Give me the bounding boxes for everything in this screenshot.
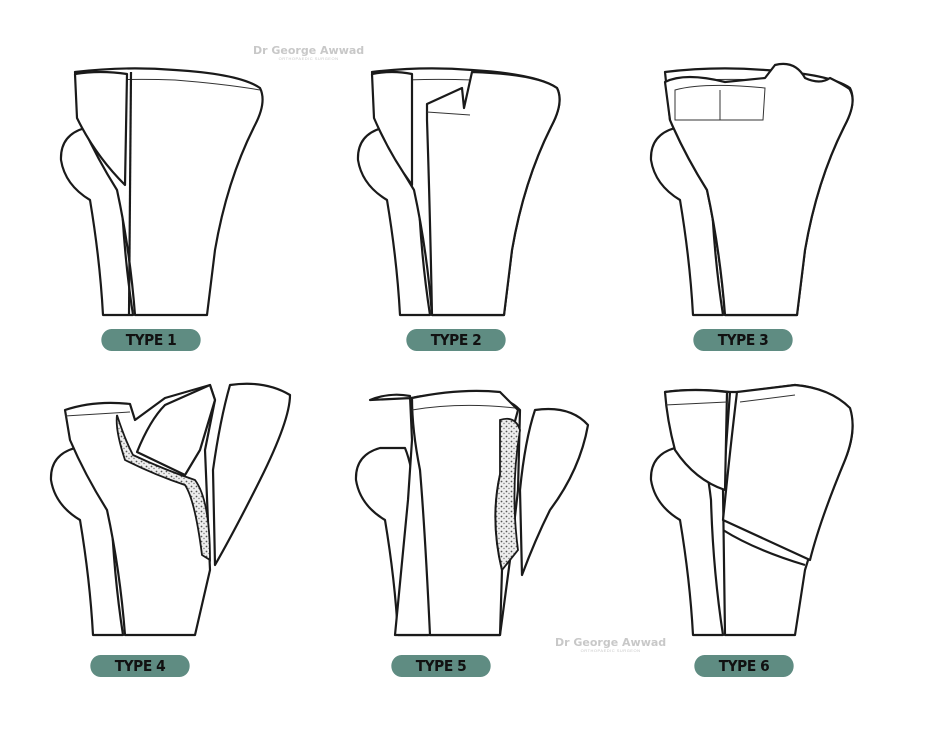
type-1-drawing xyxy=(59,67,264,317)
type-2-drawing xyxy=(356,67,561,317)
type-3-label: TYPE 3 xyxy=(693,329,793,351)
type-5-label: TYPE 5 xyxy=(391,655,491,677)
type-2-label: TYPE 2 xyxy=(406,329,506,351)
type-3-drawing xyxy=(649,62,854,317)
type-4-label: TYPE 4 xyxy=(90,655,190,677)
type-1-label: TYPE 1 xyxy=(101,329,201,351)
type-5-drawing xyxy=(354,389,590,637)
watermark-bottom: Dr George Awwad ORTHOPAEDIC SURGEON xyxy=(555,636,666,653)
type-6-drawing xyxy=(649,383,854,637)
watermark-name: Dr George Awwad xyxy=(555,636,667,649)
watermark-subtitle: ORTHOPAEDIC SURGEON xyxy=(580,648,641,653)
watermark-subtitle: ORTHOPAEDIC SURGEON xyxy=(278,56,339,61)
type-4-drawing xyxy=(49,382,292,637)
watermark-name: Dr George Awwad xyxy=(253,44,365,57)
type-6-label: TYPE 6 xyxy=(694,655,794,677)
watermark-top: Dr George Awwad ORTHOPAEDIC SURGEON xyxy=(253,44,364,61)
